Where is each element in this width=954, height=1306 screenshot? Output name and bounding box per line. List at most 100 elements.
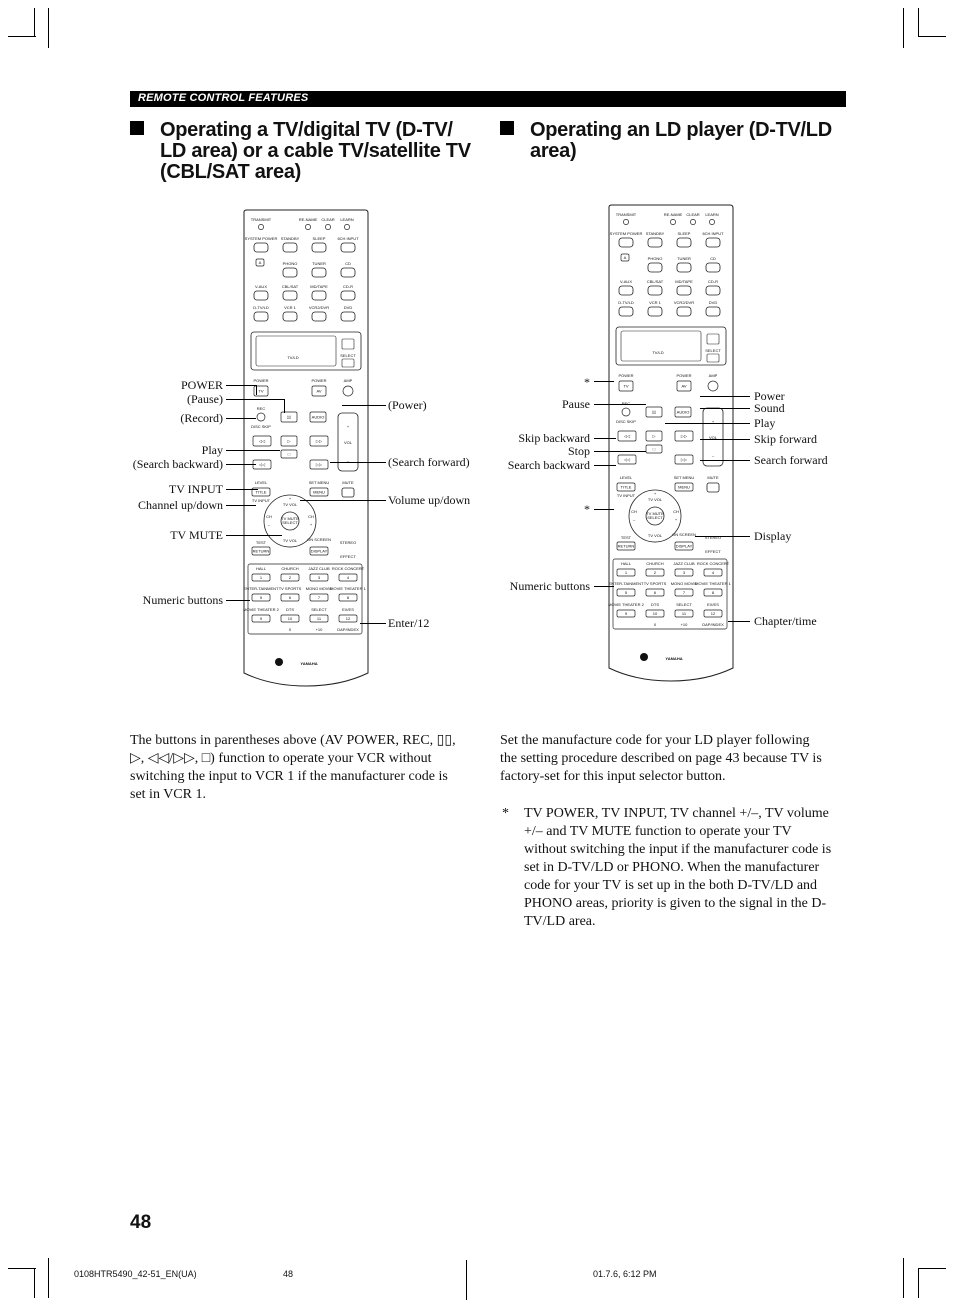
- source-button[interactable]: [705, 306, 721, 317]
- tv-vol-label: TV VOL: [283, 502, 298, 507]
- number-button[interactable]: [645, 588, 665, 597]
- set-menu-label: SET MENU: [674, 475, 695, 480]
- number-button[interactable]: [338, 614, 358, 623]
- number-button[interactable]: [251, 593, 271, 602]
- tv-power-button[interactable]: [253, 385, 269, 397]
- number-button[interactable]: [616, 568, 636, 577]
- source-button[interactable]: [340, 290, 356, 301]
- skip-back-button[interactable]: [617, 430, 637, 442]
- source-button[interactable]: [647, 237, 663, 248]
- number-button[interactable]: [674, 568, 694, 577]
- source-label: STANDBY: [281, 236, 300, 241]
- display-button[interactable]: [674, 541, 694, 551]
- number-button[interactable]: [703, 568, 723, 577]
- stop-button[interactable]: [645, 444, 663, 454]
- skip-back-button[interactable]: [252, 435, 272, 447]
- skip-forward-button[interactable]: [674, 430, 694, 442]
- source-button[interactable]: [340, 311, 356, 322]
- number-button[interactable]: [616, 609, 636, 618]
- source-button[interactable]: [311, 290, 327, 301]
- source-button[interactable]: [311, 267, 327, 278]
- source-button[interactable]: [676, 237, 692, 248]
- play-button[interactable]: [280, 435, 298, 447]
- a-button[interactable]: [620, 253, 630, 262]
- source-button[interactable]: [253, 311, 269, 322]
- source-button[interactable]: [705, 262, 721, 273]
- return-button[interactable]: [616, 541, 636, 551]
- a-button[interactable]: [255, 258, 265, 267]
- left-heading: Operating a TV/digital TV (D-TV/ LD area…: [130, 120, 480, 183]
- number-button[interactable]: [280, 593, 300, 602]
- number-button[interactable]: [280, 614, 300, 623]
- source-button[interactable]: [340, 242, 356, 253]
- source-button[interactable]: [282, 242, 298, 253]
- lcd-screen: [620, 330, 702, 362]
- source-button[interactable]: [676, 285, 692, 296]
- source-button[interactable]: [618, 306, 634, 317]
- display-button[interactable]: [309, 546, 329, 556]
- number-button[interactable]: [645, 568, 665, 577]
- audio-button[interactable]: [674, 406, 692, 418]
- callout-pause: (Pause): [187, 392, 223, 406]
- source-label: CBL/SAT: [647, 279, 664, 284]
- select-up-button[interactable]: [341, 338, 355, 350]
- source-button[interactable]: [705, 237, 721, 248]
- search-forward-button[interactable]: [674, 454, 694, 465]
- zero-label: 0: [654, 622, 657, 627]
- mute-button[interactable]: [341, 487, 355, 498]
- number-button[interactable]: [309, 573, 329, 582]
- number-button[interactable]: [703, 588, 723, 597]
- source-button[interactable]: [618, 237, 634, 248]
- vol-rocker-button[interactable]: [337, 412, 359, 472]
- number-button[interactable]: [280, 573, 300, 582]
- source-button[interactable]: [253, 242, 269, 253]
- skip-forward-button[interactable]: [309, 435, 329, 447]
- callout-star-2: *: [584, 502, 590, 516]
- number-button[interactable]: [309, 614, 329, 623]
- source-button[interactable]: [282, 267, 298, 278]
- source-button[interactable]: [311, 311, 327, 322]
- title-button[interactable]: [251, 487, 271, 497]
- number-button[interactable]: [338, 593, 358, 602]
- source-button[interactable]: [705, 285, 721, 296]
- source-button[interactable]: [676, 306, 692, 317]
- number-button[interactable]: [309, 593, 329, 602]
- play-button[interactable]: [645, 430, 663, 442]
- source-button[interactable]: [647, 285, 663, 296]
- menu-button[interactable]: [674, 482, 694, 492]
- av-power-button[interactable]: [311, 385, 327, 397]
- search-back-button[interactable]: [617, 454, 637, 465]
- number-button[interactable]: [703, 609, 723, 618]
- mute-button[interactable]: [706, 482, 720, 493]
- number-button[interactable]: [338, 573, 358, 582]
- select-down-button[interactable]: [706, 353, 720, 363]
- tv-power-button[interactable]: [618, 380, 634, 392]
- source-button[interactable]: [618, 285, 634, 296]
- source-button[interactable]: [282, 290, 298, 301]
- stop-button[interactable]: [280, 449, 298, 459]
- number-button[interactable]: [645, 609, 665, 618]
- search-forward-button[interactable]: [309, 459, 329, 470]
- return-button[interactable]: [251, 546, 271, 556]
- number-button[interactable]: [674, 588, 694, 597]
- source-button[interactable]: [340, 267, 356, 278]
- number-button[interactable]: [251, 614, 271, 623]
- number-button[interactable]: [674, 609, 694, 618]
- source-button[interactable]: [647, 262, 663, 273]
- av-power-button[interactable]: [676, 380, 692, 392]
- select-down-button[interactable]: [341, 358, 355, 368]
- remote-button-label: 1: [260, 575, 263, 580]
- source-button[interactable]: [253, 290, 269, 301]
- pause-button[interactable]: [280, 411, 298, 423]
- pause-button[interactable]: [645, 406, 663, 418]
- source-button[interactable]: [676, 262, 692, 273]
- source-button[interactable]: [282, 311, 298, 322]
- audio-button[interactable]: [309, 411, 327, 423]
- number-button[interactable]: [251, 573, 271, 582]
- number-button[interactable]: [616, 588, 636, 597]
- select-up-button[interactable]: [706, 333, 720, 345]
- source-button[interactable]: [311, 242, 327, 253]
- title-button[interactable]: [616, 482, 636, 492]
- source-button[interactable]: [647, 306, 663, 317]
- menu-button[interactable]: [309, 487, 329, 497]
